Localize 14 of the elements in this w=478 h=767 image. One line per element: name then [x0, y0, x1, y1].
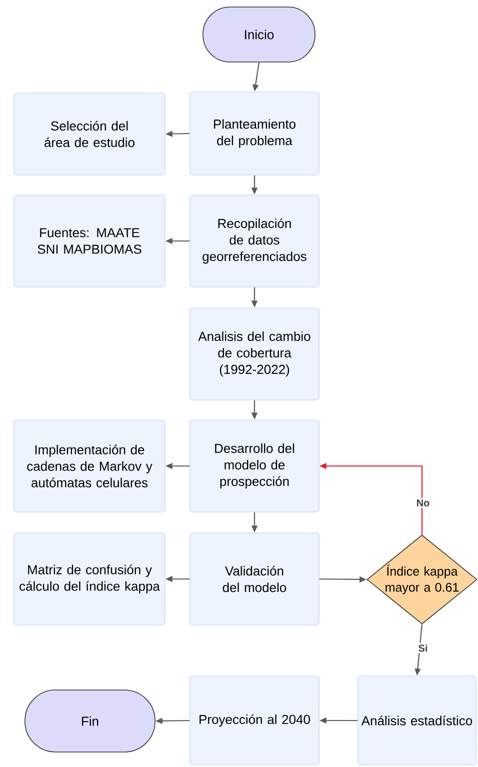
process-box: Validación del modelo [190, 532, 320, 626]
process-box: Implementación de cadenas de Markov y autómatas celulares [14, 420, 166, 512]
process-box: Planteamiento del problema [190, 92, 320, 176]
edge-label: No [414, 498, 432, 508]
terminal-box: Fin [24, 690, 156, 752]
process-box: Proyección al 2040 [190, 676, 320, 766]
terminal-box: Inicio [202, 6, 316, 62]
process-box: Selección del área de estudio [14, 92, 166, 176]
process-box: Fuentes: MAATE SNI MAPBIOMAS [14, 194, 166, 288]
process-box: Análisis estadístico [358, 676, 476, 766]
process-box: Desarrollo del modelo de prospección [190, 420, 320, 512]
process-box: Recopilación de datos georreferenciados [190, 194, 320, 288]
process-box: Matriz de confusión y cálculo del índice kappa [14, 532, 166, 626]
process-box: Analisis del cambio de cobertura (1992-2022) [190, 308, 320, 400]
